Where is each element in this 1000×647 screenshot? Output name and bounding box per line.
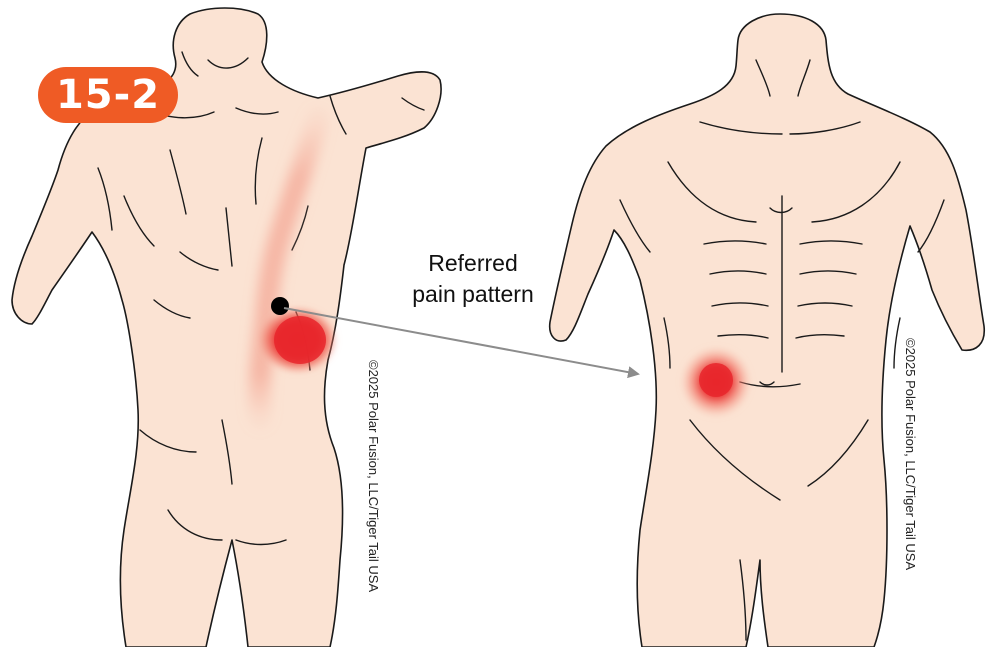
front-anatomy-lines xyxy=(619,59,945,641)
back-referred-pain-zone xyxy=(248,107,329,429)
referral-arrow xyxy=(283,307,640,379)
referred-pain-callout: Referred pain pattern xyxy=(398,248,548,310)
callout-line-1: Referred xyxy=(428,250,518,276)
figure-number-badge: 15-2 xyxy=(38,67,178,123)
front-referred-pain-area xyxy=(680,346,752,418)
back-anatomy-lines xyxy=(97,51,425,546)
copyright-front-view: ©2025 Polar Fusion, LLC/Tiger Tail USA xyxy=(903,338,918,571)
trigger-point-dot xyxy=(271,297,289,315)
copyright-back-view: ©2025 Polar Fusion, LLC/Tiger Tail USA xyxy=(366,360,381,593)
back-torso-illustration xyxy=(11,7,442,647)
back-pain-area xyxy=(258,306,338,374)
callout-line-2: pain pattern xyxy=(412,281,534,307)
front-torso-illustration xyxy=(548,13,986,647)
